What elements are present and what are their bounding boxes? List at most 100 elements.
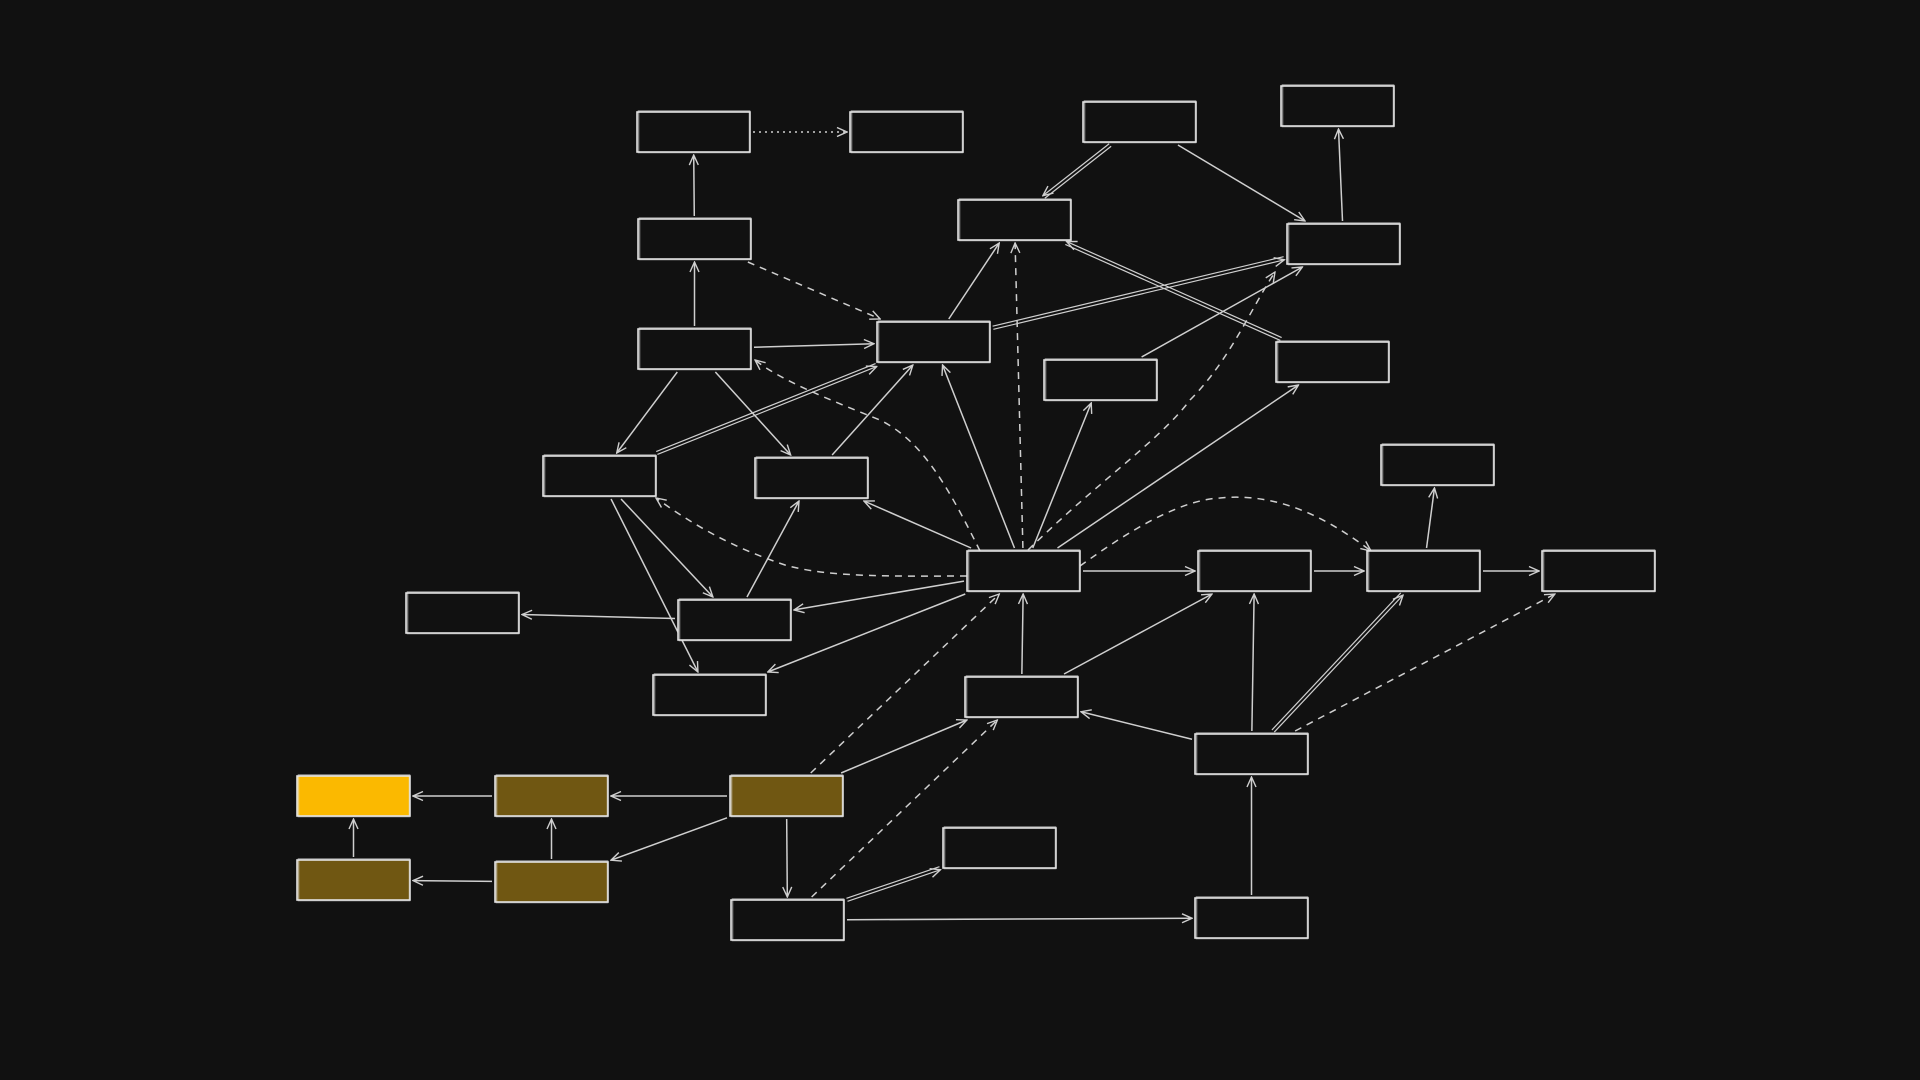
edge-n24-to-n20: [1271, 592, 1403, 733]
node-box-n12[interactable]: [542, 454, 657, 498]
node-box-n8[interactable]: [1043, 358, 1158, 402]
edge-n22-to-n17: [1022, 594, 1023, 675]
edge-stroke: [1271, 592, 1402, 731]
node-box-n14[interactable]: [1380, 443, 1495, 487]
node-sketch-stroke: [653, 673, 767, 717]
node-sketch-stroke: [638, 217, 752, 261]
edge-n27-to-n17: [810, 594, 1000, 774]
edge-stroke: [847, 870, 941, 902]
node-box-n27[interactable]: [729, 774, 844, 818]
node-box-n7[interactable]: [1286, 222, 1401, 266]
node-sketch-stroke: [637, 110, 751, 154]
edge-n17-to-n13: [864, 501, 972, 549]
node-rect: [729, 775, 844, 817]
node-box-n10[interactable]: [876, 320, 991, 364]
edge-n29-to-n28: [413, 881, 493, 882]
node-sketch-stroke: [1381, 443, 1495, 487]
edge-n5-to-n10: [747, 261, 880, 319]
edge-n27-to-n29: [611, 817, 728, 860]
node-sketch-stroke: [965, 675, 1079, 719]
edge-n30-to-n31: [846, 918, 1192, 919]
node-rect: [636, 111, 751, 153]
node-box-n9[interactable]: [637, 327, 752, 371]
node-box-n20[interactable]: [1366, 549, 1481, 593]
node-rect: [876, 321, 991, 363]
node-box-n31[interactable]: [1194, 896, 1309, 940]
edge-n24-to-n22: [1081, 712, 1193, 740]
node-sketch-stroke: [1044, 358, 1158, 402]
edge-stroke: [656, 362, 876, 453]
node-box-n21[interactable]: [1541, 549, 1656, 593]
node-sketch-stroke: [850, 110, 964, 154]
node-rect: [1280, 85, 1395, 127]
edge-n27-to-n30: [787, 818, 788, 897]
node-box-n16[interactable]: [677, 598, 792, 642]
edge-stroke: [846, 866, 940, 899]
node-box-n1[interactable]: [636, 110, 751, 154]
edge-stroke: [1065, 243, 1281, 342]
edge-n16-to-n13: [746, 501, 799, 598]
node-box-n23[interactable]: [942, 826, 1057, 870]
node-sketch-stroke: [495, 860, 609, 904]
edge-n5-to-n1: [694, 155, 695, 217]
edge-n22-to-n19: [1063, 594, 1212, 675]
node-box-n29[interactable]: [494, 860, 609, 904]
node-rect: [637, 328, 752, 370]
node-rect: [942, 827, 1057, 869]
node-sketch-stroke: [1542, 549, 1656, 593]
edge-n17-to-n18: [768, 593, 966, 672]
edge-n27-to-n22: [840, 720, 967, 774]
node-sketch-stroke: [406, 591, 520, 635]
node-rect: [1197, 550, 1312, 592]
node-box-n18[interactable]: [652, 673, 767, 717]
node-box-n22[interactable]: [964, 675, 1079, 719]
node-box-n24[interactable]: [1194, 732, 1309, 776]
node-box-n30[interactable]: [730, 898, 845, 942]
node-box-n25[interactable]: [296, 774, 411, 818]
node-sketch-stroke: [638, 327, 752, 371]
node-rect: [494, 775, 609, 817]
edge-n17-to-n20: [1079, 496, 1371, 567]
node-sketch-stroke: [495, 774, 609, 818]
node-box-n11[interactable]: [1275, 340, 1390, 384]
node-box-n4[interactable]: [1280, 84, 1395, 128]
edge-n20-to-n14: [1425, 488, 1435, 549]
node-sketch-stroke: [943, 826, 1057, 870]
node-box-n15[interactable]: [405, 591, 520, 635]
edge-n10-to-n7: [992, 256, 1285, 330]
edge-n3-to-n6: [1043, 143, 1112, 199]
edge-n12-to-n16: [620, 498, 713, 597]
edge-stroke: [1044, 145, 1112, 199]
node-rect: [1194, 897, 1309, 939]
node-rect: [494, 861, 609, 903]
nodes-layer: [296, 84, 1656, 942]
node-rect: [1275, 341, 1390, 383]
node-sketch-stroke: [730, 774, 844, 818]
node-box-n5[interactable]: [637, 217, 752, 261]
node-sketch-stroke: [967, 549, 1081, 593]
edge-n24-to-n19: [1252, 594, 1254, 732]
node-rect: [957, 199, 1072, 241]
edge-n17-to-n7: [1027, 272, 1275, 551]
node-box-n3[interactable]: [1082, 100, 1197, 144]
node-box-n19[interactable]: [1197, 549, 1312, 593]
node-rect: [1043, 359, 1158, 401]
edge-n17-to-n11: [1057, 385, 1299, 549]
node-box-n26[interactable]: [494, 774, 609, 818]
node-box-n17[interactable]: [966, 549, 1081, 593]
node-rect: [677, 599, 792, 641]
node-box-n13[interactable]: [754, 456, 869, 500]
node-box-n6[interactable]: [957, 198, 1072, 242]
node-rect: [964, 676, 1079, 718]
node-sketch-stroke: [297, 858, 411, 902]
edge-stroke: [992, 256, 1284, 327]
edge-n16-to-n15: [522, 615, 676, 619]
node-sketch-stroke: [1195, 896, 1309, 940]
edge-n17-to-n12: [656, 498, 968, 577]
node-box-n2[interactable]: [849, 110, 964, 154]
node-rect: [1194, 733, 1309, 775]
edge-n10-to-n6: [948, 243, 999, 320]
edge-n17-to-n10: [943, 365, 1016, 549]
node-box-n28[interactable]: [296, 858, 411, 902]
